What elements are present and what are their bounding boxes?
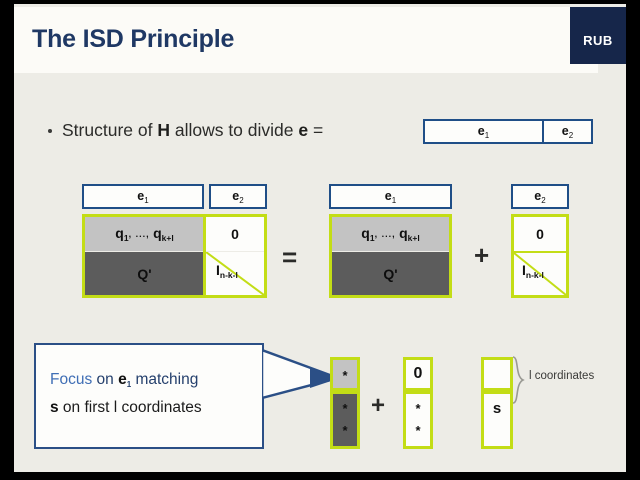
l-coordinates-brace-icon [512,356,525,404]
bullet-text-equals: = [308,120,324,140]
identity-label-left: I [216,262,220,278]
left-header-e2-sub: 2 [239,195,244,205]
middle-q-label2: q [399,225,408,241]
middle-Qprime-label: Q' [383,265,398,282]
zero-label-left: 0 [231,226,239,242]
operator-equals: = [282,242,298,272]
middle-q-dots: , ..., [374,229,400,239]
identity-diagonal-icon [206,252,264,295]
right-header-e2-label: e [534,188,542,203]
identity-label-right: I [522,262,526,278]
bullet-text-mid: allows to divide [169,120,299,140]
e1-subscript: 1 [484,130,490,140]
callout-line-2: s on first l coordinates [50,399,202,417]
callout-s-symbol: s [50,399,59,416]
bottom-vector1-top-cell: * [330,357,360,391]
bottom-vector2-bottom-cell: * * [403,391,433,449]
slide-title-bar: The ISD Principle [14,7,598,73]
bottom-vector1-star-a: * [342,401,348,416]
callout-box: Focus on e1 matching s on first l coordi… [34,343,264,449]
e2-label: e [561,123,569,138]
bullet-text: Structure of H allows to divide e = [62,116,323,144]
bottom-vector1-bottom-cell: * * [330,391,360,449]
q-dots: , ..., [128,229,154,239]
bottom-vector2-star-b: * [415,423,421,438]
middle-header-e1-label: e [384,188,392,203]
l-coordinates-annotation: l coordinates [529,370,595,382]
left-matrix-block-q: q1, ..., qk+l [85,217,204,251]
callout-line-1: Focus on e1 matching [50,371,198,389]
bottom-vector2-zero: 0 [413,365,423,382]
matrix-equation-row: e1 e2 q1, ..., qk+l Q' 0 In-k-l = e1 [14,182,626,307]
middle-header-e1-sub: 1 [391,195,397,205]
left-header-e1-label: e [137,188,145,203]
bottom-vector1-top-star: * [342,368,348,383]
right-header-e2: e2 [511,184,569,209]
left-header-e2-label: e [232,188,240,203]
bullet-symbol-e: e [298,120,309,140]
rub-logo-text: RUB [583,33,613,48]
right-matrix-divider [514,251,566,253]
q-sub2: k+l [161,233,174,243]
left-matrix-block-Qprime: Q' [85,252,204,295]
e1-label: e [477,123,485,138]
callout-focus-word: Focus [50,371,93,388]
left-header-e2: e2 [209,184,267,209]
right-matrix-block-zero: 0 [514,217,566,251]
bottom-vector2-top-cell: 0 [403,357,433,391]
bottom-vector3-s-label: s [492,400,502,417]
right-matrix-frame [511,214,569,298]
Qprime-label: Q' [137,265,152,282]
middle-matrix-block-q: q1, ..., qk+l [332,217,449,251]
bottom-operator-plus: + [371,392,386,419]
callout-line1-mid: on [92,371,119,388]
left-matrix-divider [203,217,206,295]
page-title: The ISD Principle [32,25,235,53]
callout-e-symbol: e [118,371,127,388]
rub-logo: RUB [570,7,626,64]
bottom-vector3-top-cell [481,357,513,391]
callout-pointer-arrow [262,348,343,400]
identity-sub-right: n-k-l [525,270,544,280]
middle-header-e1: e1 [329,184,452,209]
bullet-text-pre: Structure of [62,120,158,140]
zero-label-right: 0 [536,226,544,242]
identity-diagonal-icon-right [514,253,566,295]
bullet-point-icon [48,129,52,133]
e2-subscript: 2 [568,130,574,140]
callout-line2-post: on first l coordinates [58,399,202,416]
operator-plus: + [474,240,490,270]
right-header-e2-sub: 2 [541,195,546,205]
bottom-vector1-star-b: * [342,423,348,438]
bullet-symbol-h: H [157,120,170,140]
bullet-row: Structure of H allows to divide e = e1 e… [48,116,608,150]
error-vector-cell-e1: e1 [425,121,544,142]
q-sub1: 1 [123,233,129,243]
left-header-e1: e1 [82,184,204,209]
left-header-e1-sub: 1 [144,195,149,205]
middle-q-sub1: 1 [369,233,375,243]
q-label: q [115,225,124,241]
error-vector-split-box: e1 e2 [423,119,593,144]
middle-q-sub2: k+l [407,233,420,243]
slide-canvas: The ISD Principle RUB Structure of H all… [14,4,626,472]
middle-matrix-frame [329,214,452,298]
q-label2: q [153,225,162,241]
callout-line1-post: matching [131,371,199,388]
middle-matrix-block-Qprime: Q' [332,252,449,295]
error-vector-cell-e2: e2 [544,121,591,142]
left-matrix-block-zero: 0 [206,217,264,251]
callout-e-sub: 1 [126,380,132,389]
identity-sub-left: n-k-l [219,270,238,280]
left-matrix-block-identity: In-k-l [206,252,264,295]
middle-q-label: q [361,225,370,241]
bottom-vector3-bottom-cell: s [481,391,513,449]
bottom-vector2-star-a: * [415,401,421,416]
bottom-equation-row: * * * + 0 * * ! = s [14,354,626,459]
left-matrix-frame [82,214,267,298]
right-matrix-block-identity: In-k-l [514,253,566,295]
